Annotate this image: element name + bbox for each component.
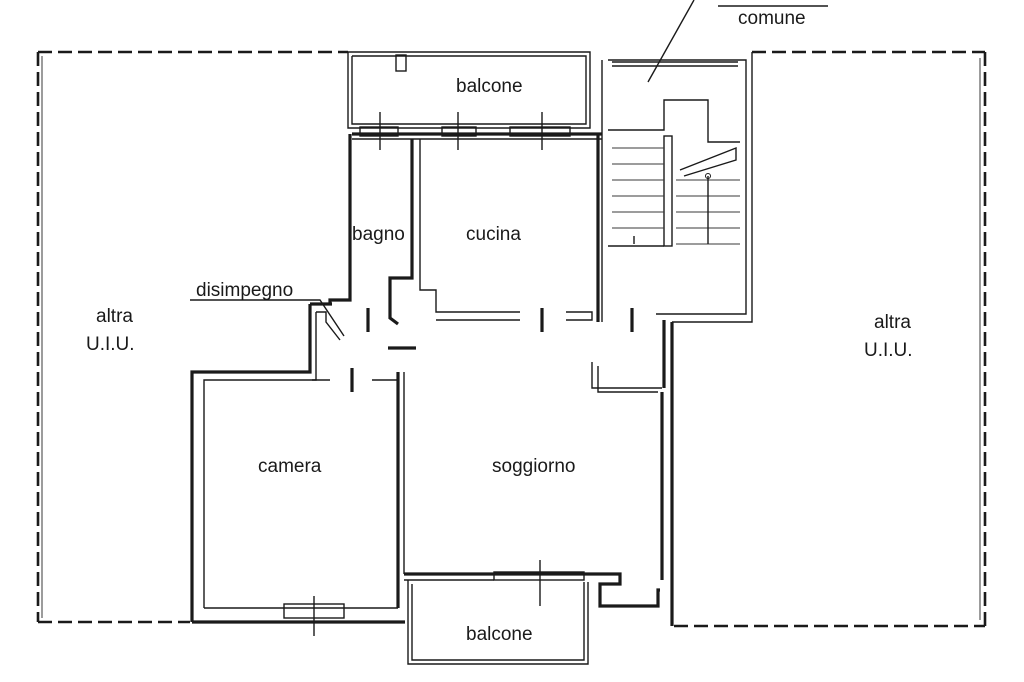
room-label-soggiorno: soggiorno [492, 456, 575, 477]
room-label-cucina: cucina [466, 224, 521, 245]
right-unit-label-line1: altra [874, 312, 911, 333]
left-neighbour-boundary [36, 50, 348, 624]
room-label-bagno: bagno [352, 224, 405, 245]
left-unit-label-line1: altra [96, 306, 133, 327]
room-label-balcone-top: balcone [456, 76, 523, 97]
apartment-walls [190, 52, 753, 665]
stairwell [608, 61, 740, 247]
room-label-comune: comune [738, 8, 806, 29]
left-unit-label-line2: U.I.U. [86, 334, 135, 355]
door-marks [350, 308, 634, 392]
right-neighbour-boundary [674, 50, 987, 628]
room-label-balcone-bottom: balcone [466, 624, 533, 645]
room-label-disimpegno: disimpegno [196, 280, 293, 301]
windows [283, 112, 585, 636]
top-balcony [347, 51, 591, 129]
leader-lines [190, 0, 828, 337]
right-unit-label-line2: U.I.U. [864, 340, 913, 361]
room-label-camera: camera [258, 456, 322, 477]
sketch-lines [41, 56, 981, 620]
